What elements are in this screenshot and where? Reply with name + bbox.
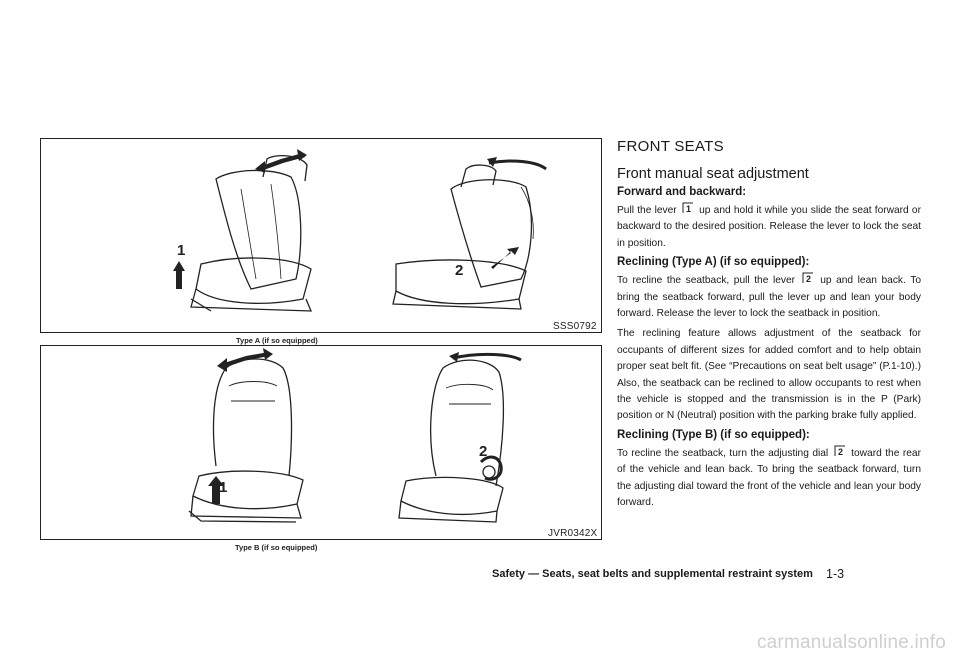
figure-caption-b: Type B (if so equipped) bbox=[235, 543, 318, 552]
figure-type-b: 1 2 bbox=[40, 345, 602, 540]
watermark: carmanualsonline.info bbox=[756, 632, 946, 653]
reclining-feature-text: The reclining feature allows adjustment … bbox=[617, 328, 921, 422]
text-column: FRONT SEATS Front manual seat adjustment… bbox=[617, 138, 921, 516]
subsection-heading: Front manual seat adjustment bbox=[617, 166, 809, 182]
svg-text:1: 1 bbox=[686, 204, 691, 214]
ref-number-1: 1 bbox=[682, 202, 694, 214]
figure-type-a: 1 2 bbox=[40, 138, 602, 333]
callout-1: 1 bbox=[177, 242, 185, 259]
svg-text:2: 2 bbox=[838, 447, 843, 457]
page-number: 1-3 bbox=[826, 567, 845, 581]
reclining-type-b-title: Reclining (Type B) (if so equipped): bbox=[617, 428, 810, 441]
ref-number-2: 2 bbox=[802, 272, 814, 284]
callout-2: 2 bbox=[479, 443, 487, 460]
reclining-type-a-text: To recline the seatback, pull the lever … bbox=[617, 272, 921, 320]
seat-illustration-type-a: 1 2 bbox=[173, 149, 547, 312]
svg-text:2: 2 bbox=[806, 274, 811, 284]
figure-caption-a: Type A (if so equipped) bbox=[236, 336, 318, 345]
callout-1: 1 bbox=[219, 479, 227, 496]
figure-code-b: JVR0342X bbox=[548, 528, 598, 539]
forward-backward-text: Pull the lever 1 up and hold it while yo… bbox=[617, 202, 921, 249]
seat-illustration-type-b: 1 2 bbox=[188, 348, 522, 523]
reclining-type-b-text: To recline the seatback, turn the adjust… bbox=[617, 445, 921, 509]
ref-number-2: 2 bbox=[834, 445, 846, 457]
reclining-type-a-title: Reclining (Type A) (if so equipped): bbox=[617, 256, 810, 269]
chapter-footer: Safety — Seats, seat belts and supplemen… bbox=[492, 568, 813, 580]
figure-code-a: SSS0792 bbox=[553, 321, 597, 332]
section-heading: FRONT SEATS bbox=[617, 138, 724, 155]
callout-2: 2 bbox=[455, 262, 463, 279]
forward-backward-title: Forward and backward: bbox=[617, 186, 747, 198]
